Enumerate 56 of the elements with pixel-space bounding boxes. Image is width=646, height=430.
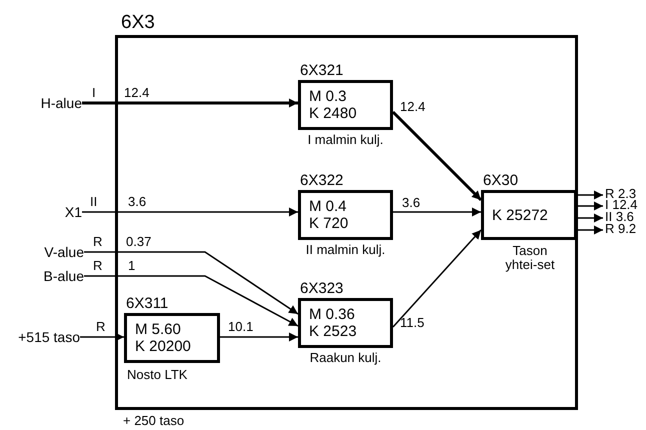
flow-arrow bbox=[82, 98, 298, 108]
parameter-text: K 2523 bbox=[309, 323, 358, 340]
flow-arrow bbox=[220, 332, 298, 342]
edge-label: R bbox=[93, 235, 102, 249]
flow-arrow bbox=[80, 332, 124, 342]
edge-label: R bbox=[93, 259, 102, 273]
flow-arrow bbox=[84, 275, 298, 327]
edge-label: R 9.2 bbox=[605, 222, 636, 236]
edge-label: I bbox=[92, 86, 96, 100]
box-caption: I malmin kulj. bbox=[306, 133, 384, 147]
flow-value: 1 bbox=[128, 259, 136, 273]
edge-label: 11.5 bbox=[400, 316, 424, 330]
source-label: X1 bbox=[38, 203, 82, 221]
box-caption: II malmin kulj. bbox=[304, 243, 386, 257]
flow-arrow bbox=[577, 202, 603, 210]
edge-label: II 3.6 bbox=[605, 210, 634, 224]
source-label: B-alue bbox=[16, 267, 84, 285]
flow-arrow bbox=[393, 208, 481, 216]
flow-arrow bbox=[82, 208, 298, 216]
parameter-text: K 720 bbox=[309, 215, 350, 232]
flow-arrow bbox=[84, 251, 298, 315]
box-caption: Nosto LTK bbox=[127, 368, 188, 382]
edge-label: R bbox=[96, 320, 106, 334]
flow-value: 0.37 bbox=[126, 235, 152, 249]
parameter-text: M 0.4 bbox=[309, 198, 348, 215]
unit-code: 6X30 bbox=[483, 173, 518, 188]
flow-arrow bbox=[392, 230, 482, 328]
parameter-text: M 0.3 bbox=[309, 88, 348, 105]
parameter-text: M 0.36 bbox=[309, 306, 356, 323]
box-caption: Tason yhtei-set bbox=[504, 244, 556, 272]
edge-label: 12.4 bbox=[400, 100, 426, 114]
flow-arrow bbox=[577, 214, 603, 222]
unit-code: 6X311 bbox=[126, 296, 168, 311]
unit-code: 6X321 bbox=[300, 63, 344, 78]
flow-value: 3.6 bbox=[128, 195, 146, 209]
flow-value: 12.4 bbox=[124, 86, 150, 100]
parameter-text: K 20200 bbox=[135, 338, 192, 355]
box-caption: Raakun kulj. bbox=[308, 351, 382, 365]
flow-arrow bbox=[577, 226, 603, 234]
edge-label: R 2.3 bbox=[605, 187, 636, 201]
source-label: H-alue bbox=[18, 94, 82, 112]
unit-code: 6X322 bbox=[300, 173, 344, 188]
edge-label: 3.6 bbox=[402, 196, 420, 210]
source-label: V-alue bbox=[16, 243, 84, 261]
unit-code: 6X323 bbox=[300, 281, 344, 296]
parameter-text: K 25272 bbox=[492, 206, 549, 224]
parameter-text: M 5.60 bbox=[135, 321, 182, 338]
flow-arrow bbox=[577, 190, 603, 200]
edge-label: 10.1 bbox=[228, 320, 254, 334]
unit-code: 6X3 bbox=[121, 13, 155, 32]
parameter-text: K 2480 bbox=[309, 105, 358, 122]
source-label: +515 taso bbox=[4, 328, 80, 346]
edge-label: I 12.4 bbox=[605, 198, 638, 212]
edge-label: II bbox=[90, 195, 98, 209]
flow-arrow bbox=[392, 110, 482, 202]
box-caption: + 250 taso bbox=[123, 414, 184, 428]
